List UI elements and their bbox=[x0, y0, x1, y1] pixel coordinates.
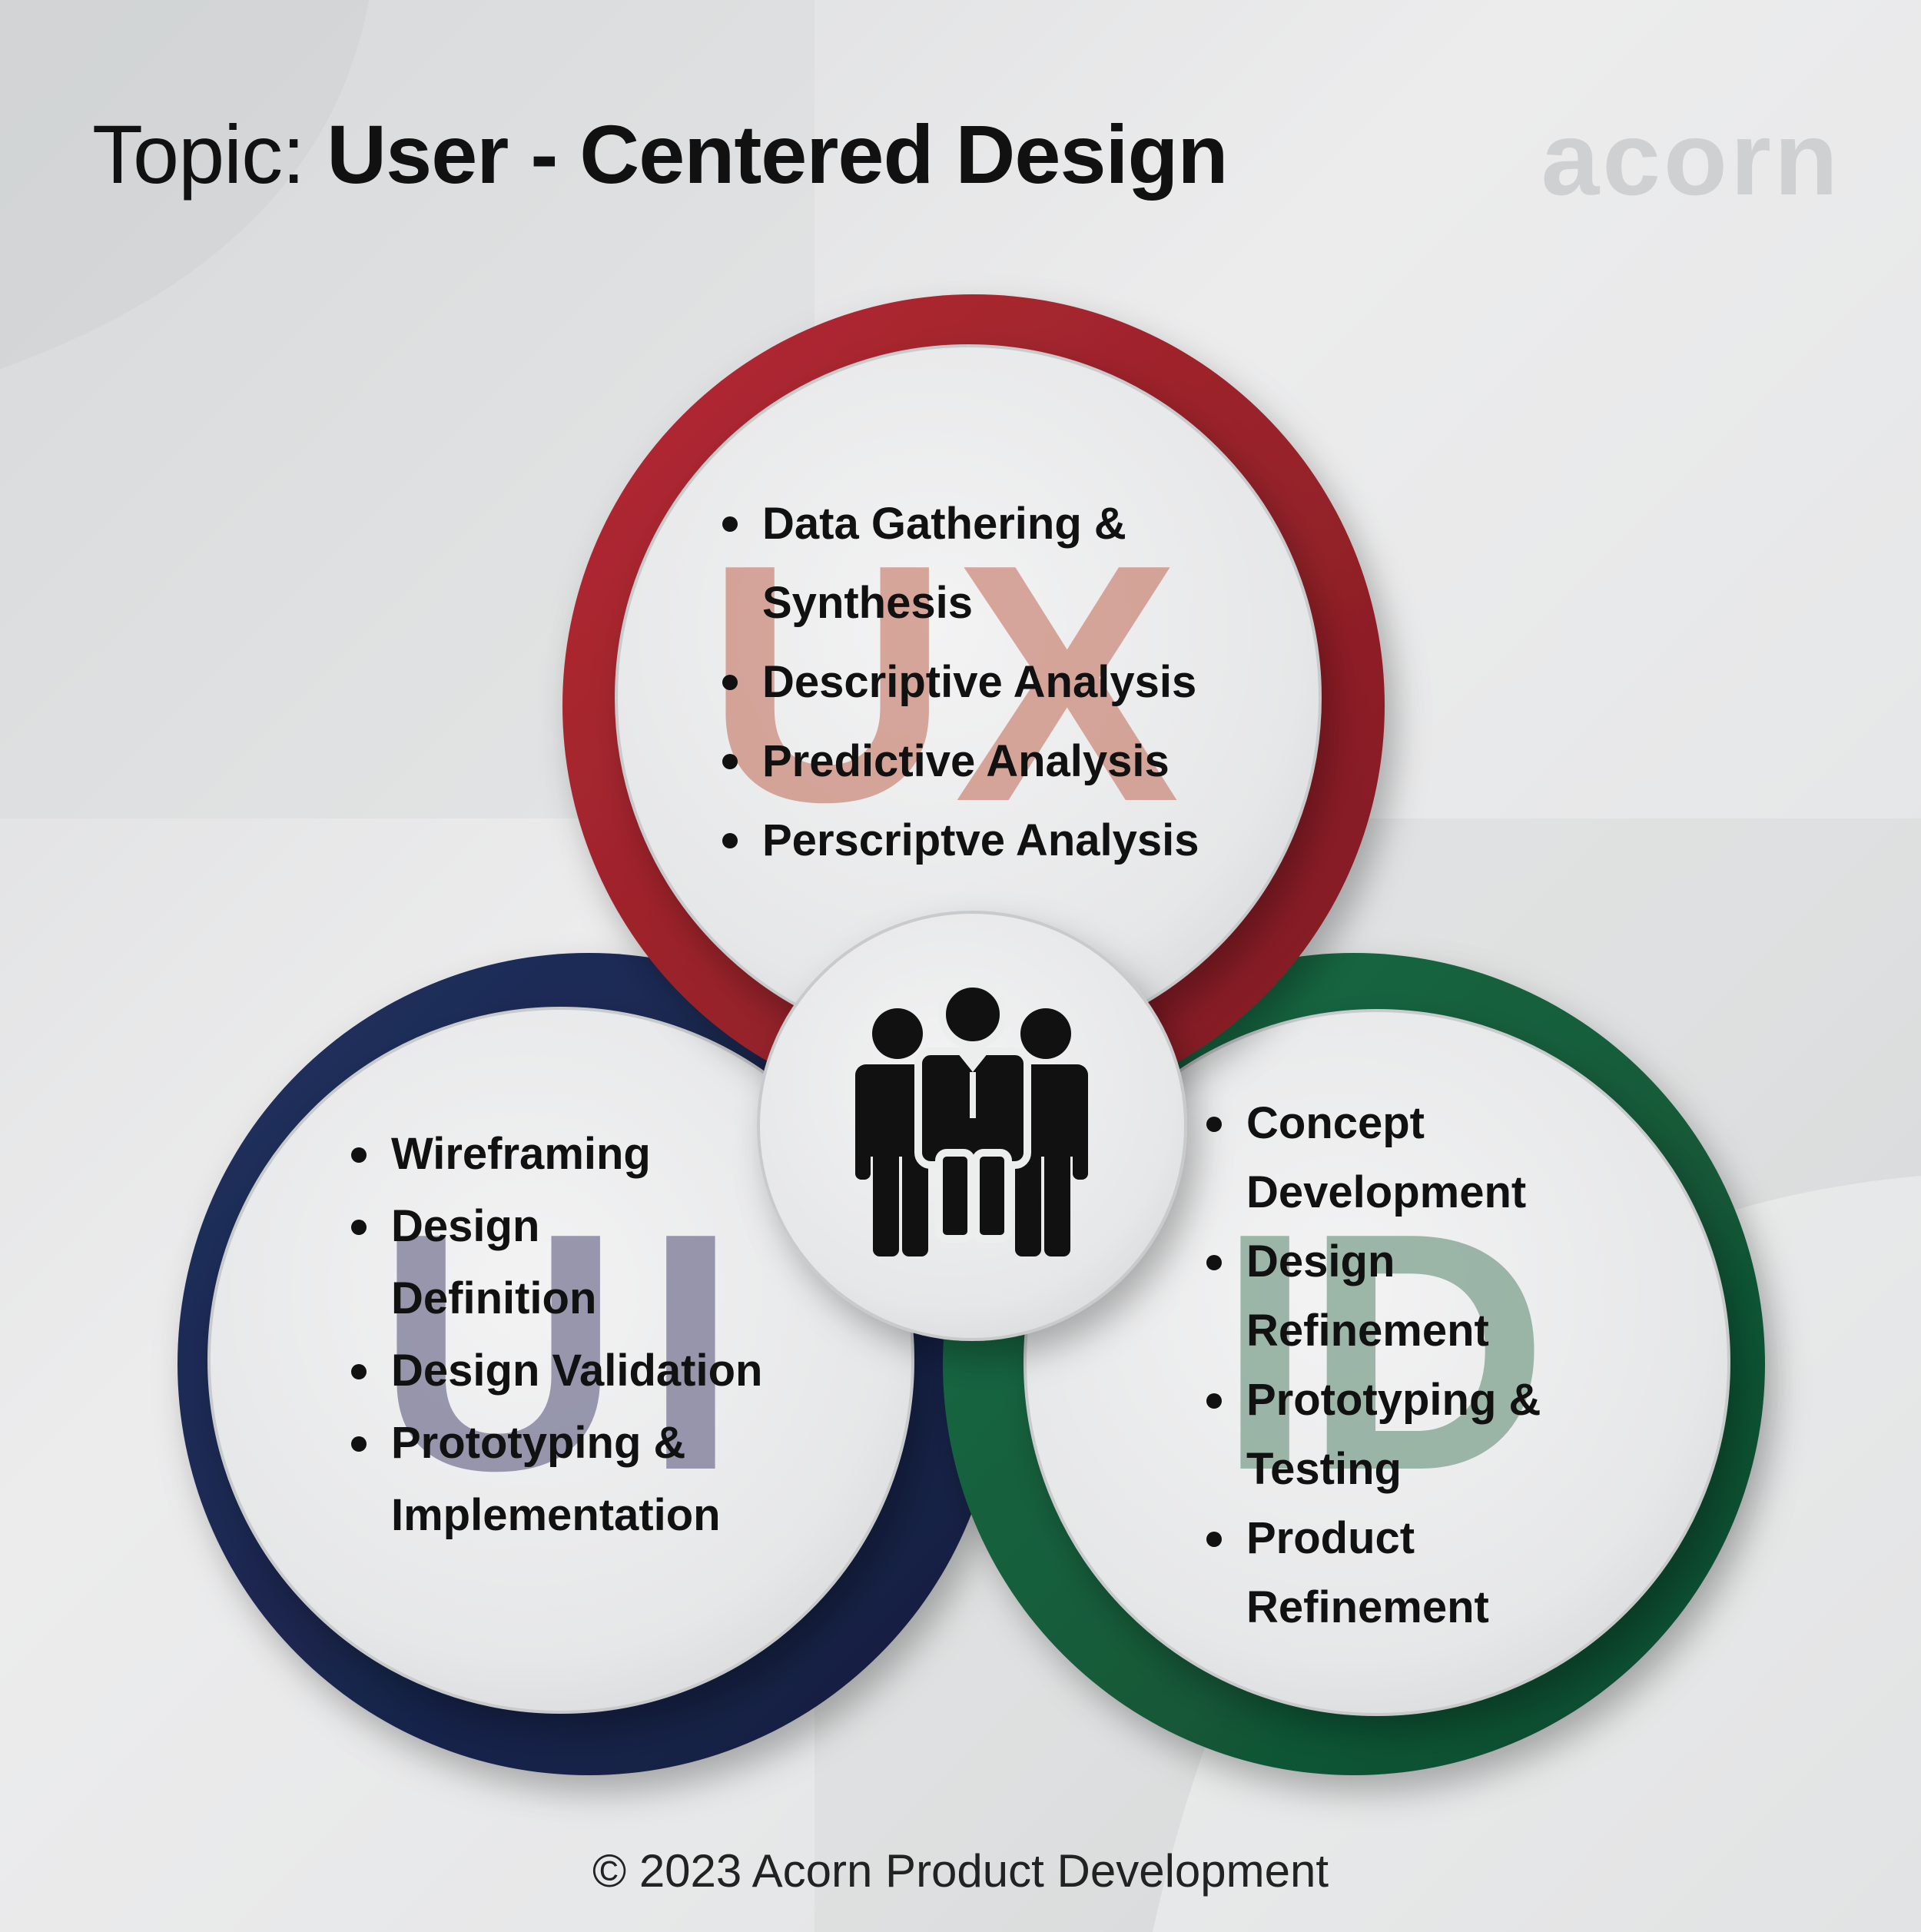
page-title: Topic: User - Centered Design bbox=[92, 106, 1228, 202]
title-main: User - Centered Design bbox=[327, 108, 1228, 201]
list-item: Design Validation bbox=[351, 1335, 851, 1407]
list-item: Perscriptve Analysis bbox=[722, 801, 1276, 880]
people-group-icon bbox=[855, 980, 1088, 1256]
ui-list: Wireframing Design Definition Design Val… bbox=[351, 1118, 851, 1552]
list-item: Design Refinement bbox=[1206, 1227, 1592, 1366]
list-item: Predictive Analysis bbox=[722, 722, 1276, 801]
ui-circle bbox=[178, 953, 1000, 1775]
copyright-footer: © 2023 Acorn Product Development bbox=[592, 1845, 1329, 1897]
list-item: Prototyping & Implementation bbox=[351, 1407, 821, 1552]
list-item: Descriptive Analysis bbox=[722, 642, 1276, 722]
list-item: Concept Development bbox=[1206, 1089, 1607, 1227]
list-item: Design Definition bbox=[351, 1190, 645, 1335]
title-prefix: Topic: bbox=[92, 108, 305, 201]
acorn-logo: acorn bbox=[1541, 100, 1841, 217]
ux-circle bbox=[562, 294, 1385, 1117]
list-item: Prototyping & Testing bbox=[1206, 1366, 1637, 1504]
id-list: Concept Development Design Refinement Pr… bbox=[1206, 1089, 1637, 1642]
list-item: Wireframing bbox=[351, 1118, 851, 1190]
list-item: Data Gathering & Synthesis bbox=[722, 484, 1276, 642]
ux-list: Data Gathering & Synthesis Descriptive A… bbox=[722, 484, 1276, 880]
list-item: Product Refinement bbox=[1206, 1504, 1592, 1642]
